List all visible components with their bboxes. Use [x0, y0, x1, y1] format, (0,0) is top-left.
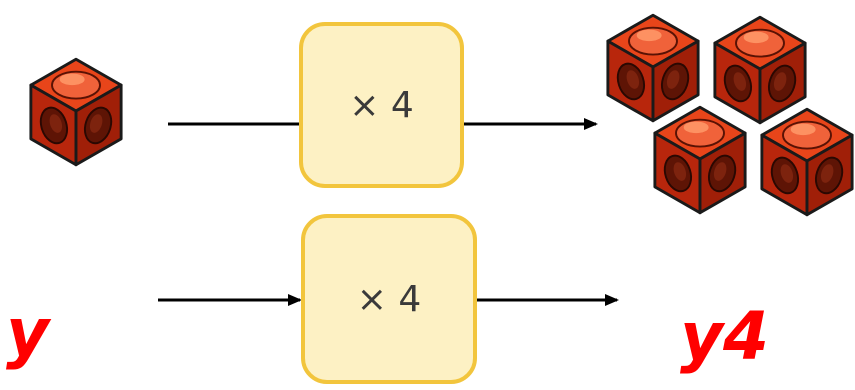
row2-operator: × 4	[356, 278, 422, 320]
linking-cube-icon	[605, 12, 701, 124]
row2-output-label: y4	[680, 298, 769, 375]
row2-input-label: y	[6, 294, 50, 371]
linking-cube-icon	[652, 104, 748, 216]
linking-cube-icon	[712, 14, 808, 126]
row1-operator: × 4	[349, 84, 414, 126]
linking-cube-icon	[28, 56, 124, 168]
row1-function-box: × 4	[299, 22, 464, 188]
linking-cube-icon	[759, 106, 855, 218]
row2-function-box: × 4	[301, 214, 477, 384]
